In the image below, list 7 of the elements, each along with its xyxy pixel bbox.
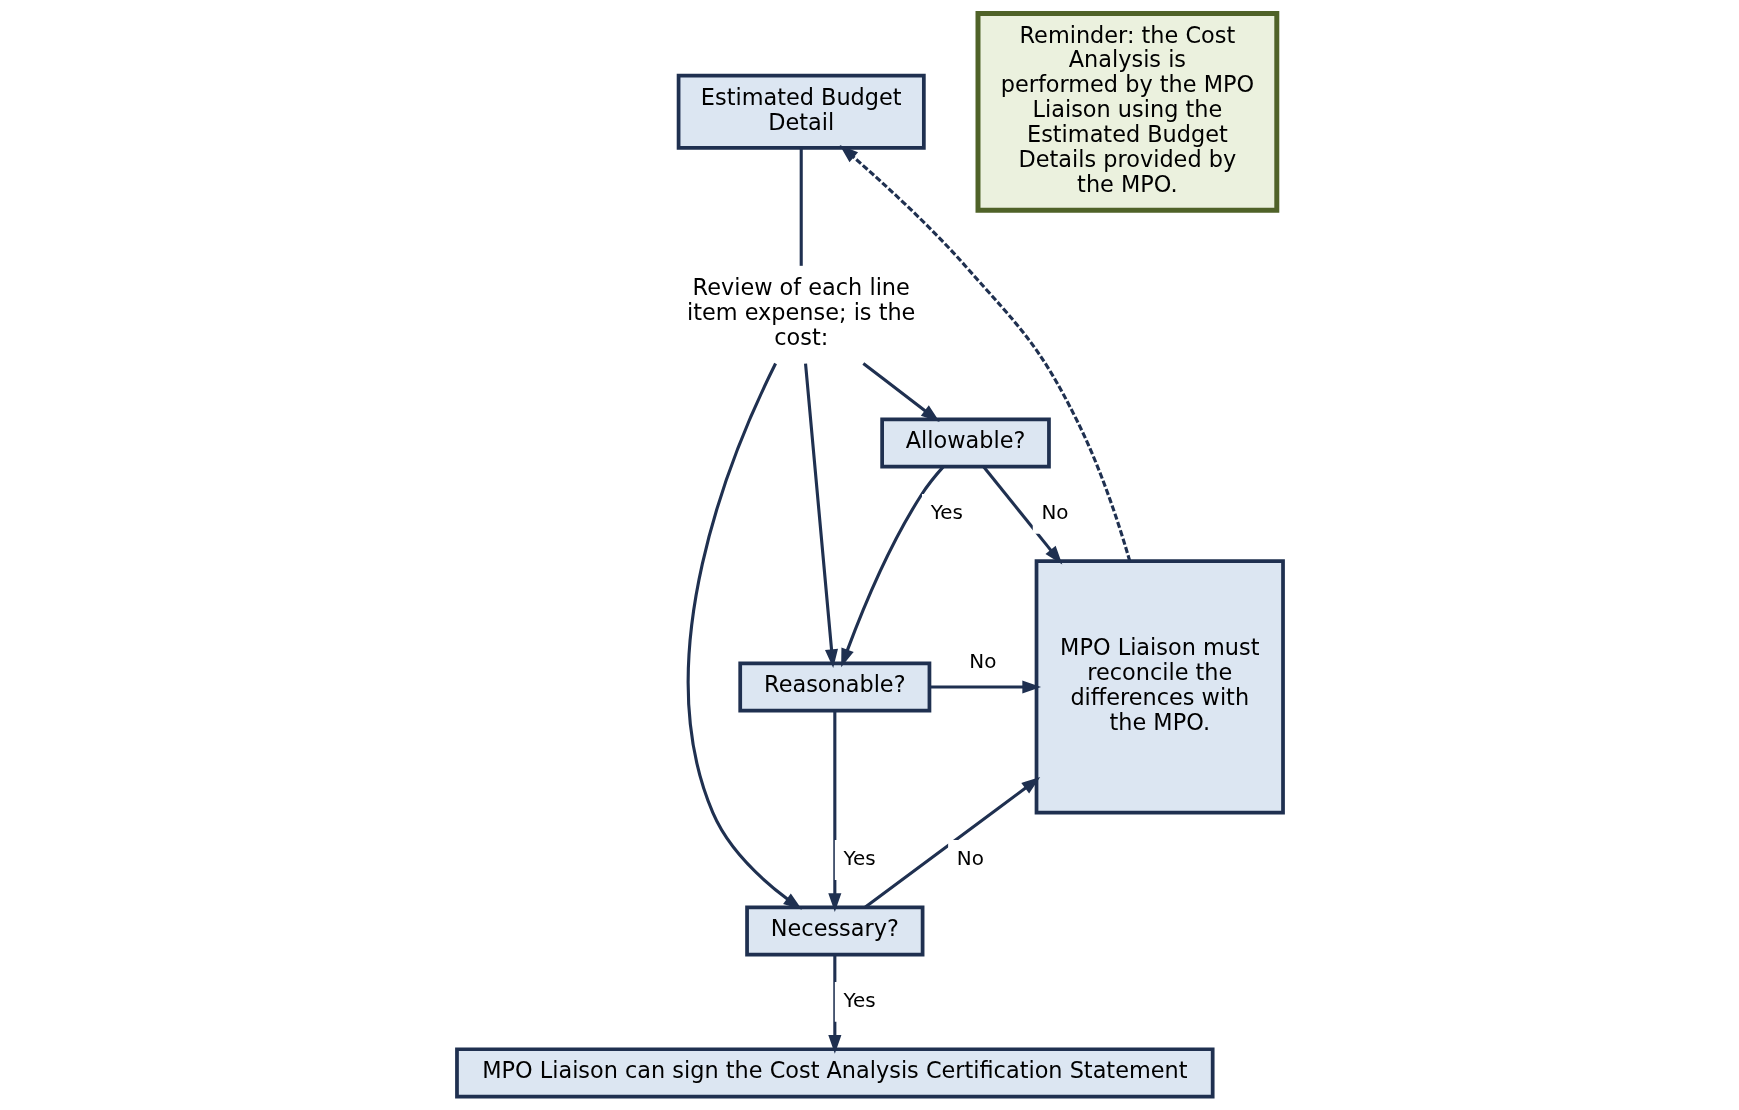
node-text: Review of each line item expense; is the cost: <box>686 274 915 351</box>
edge-label: No <box>1041 500 1069 524</box>
edge-label: No <box>968 650 996 674</box>
edge-label: No <box>956 846 984 870</box>
edge-label: Yes <box>843 846 876 870</box>
edge-label: Yes <box>843 988 876 1012</box>
edge-label: Yes <box>930 500 963 524</box>
